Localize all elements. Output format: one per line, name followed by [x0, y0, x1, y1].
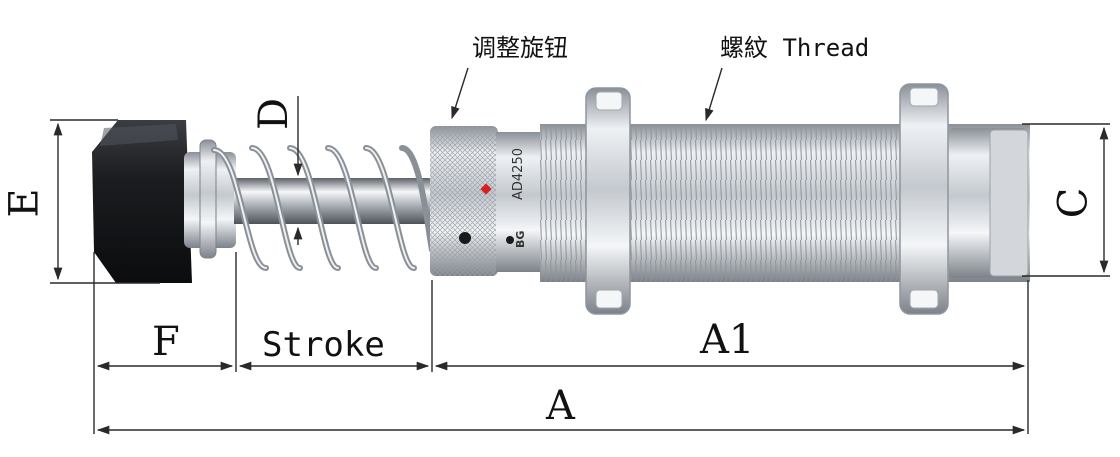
- dim-stroke-label: Stroke: [262, 325, 385, 365]
- body-model-text: AD4250: [511, 148, 526, 200]
- knob-callout-leader: [451, 67, 469, 120]
- callout-thread: 螺紋 Thread: [720, 34, 870, 62]
- dim-C-label: C: [1050, 187, 1097, 219]
- dimension-lines: [50, 67, 1110, 435]
- adjustment-knob: [430, 126, 498, 276]
- red-indicator-dot: [480, 183, 492, 195]
- absorber-body: AD4250 BG: [496, 132, 544, 272]
- body-brand-text: BG: [514, 231, 527, 248]
- thread-callout-leader: [705, 67, 723, 122]
- dim-F-label: F: [152, 319, 180, 365]
- lock-nut-left: [585, 87, 631, 315]
- body-hole: [506, 236, 514, 244]
- dim-A1-label: A1: [700, 317, 755, 363]
- lock-nut-right: [899, 83, 949, 315]
- dim-A-label: A: [546, 383, 575, 429]
- spring-highlights: [213, 147, 415, 269]
- cap-collar: [184, 139, 236, 259]
- dim-D-label: D: [251, 97, 298, 131]
- piston-rod: [234, 178, 434, 224]
- knob-hole: [459, 232, 471, 244]
- dim-E-label: E: [1, 188, 48, 218]
- callout-adjust-knob: 调整旋钮: [472, 34, 568, 62]
- rubber-cap: [92, 120, 192, 283]
